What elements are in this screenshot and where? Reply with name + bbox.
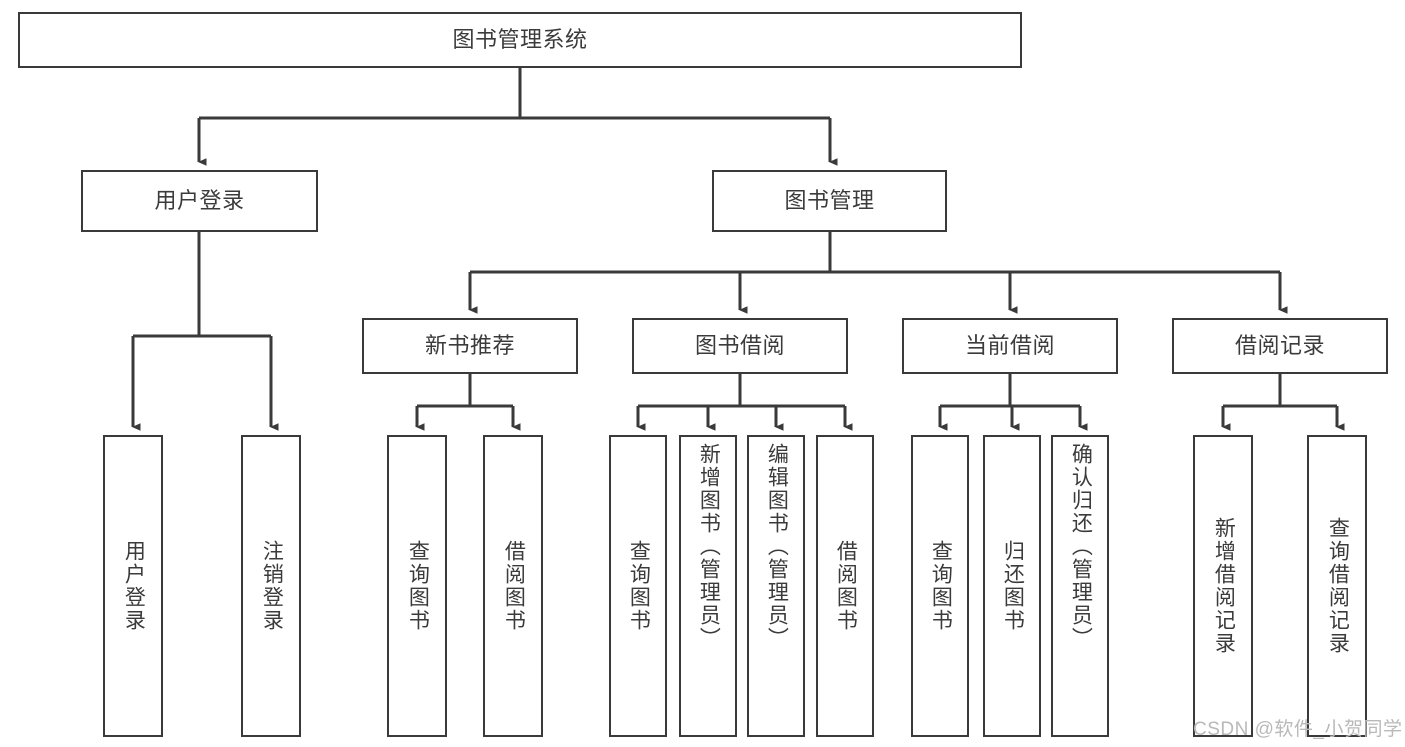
node-root-label: 图书管理系统 (452, 26, 588, 52)
node-current-borrow[interactable]: 当前借阅 (902, 318, 1118, 374)
node-edit-book-admin[interactable]: 编辑图书（管理员） (747, 435, 805, 737)
node-current-borrow-label: 当前借阅 (964, 332, 1055, 358)
node-borrow-book-1-label: 借阅图书 (502, 540, 526, 632)
node-query-borrow-record[interactable]: 查询借阅记录 (1307, 435, 1367, 737)
node-query-book-2-label: 查询图书 (627, 540, 651, 632)
node-book-manage-label: 图书管理 (784, 187, 875, 213)
node-add-borrow-record-label: 新增借阅记录 (1212, 517, 1236, 655)
node-confirm-return-admin-label: 确认归还（管理员） (1069, 443, 1093, 650)
node-book-borrow-label: 图书借阅 (694, 332, 785, 358)
node-query-borrow-record-label: 查询借阅记录 (1326, 517, 1350, 655)
node-query-book-3[interactable]: 查询图书 (911, 435, 969, 737)
node-user-logout-label: 注销登录 (260, 540, 284, 632)
node-user-login-do[interactable]: 用户登录 (103, 435, 163, 737)
node-add-borrow-record[interactable]: 新增借阅记录 (1193, 435, 1253, 737)
node-user-logout[interactable]: 注销登录 (241, 435, 301, 737)
node-add-book-admin-label: 新增图书（管理员） (697, 443, 721, 650)
node-new-book-recommend[interactable]: 新书推荐 (362, 318, 578, 374)
node-query-book-3-label: 查询图书 (929, 540, 953, 632)
node-new-book-recommend-label: 新书推荐 (424, 332, 515, 358)
node-query-book-1-label: 查询图书 (406, 540, 430, 632)
node-user-login-label: 用户登录 (154, 187, 245, 213)
node-add-book-admin[interactable]: 新增图书（管理员） (679, 435, 737, 737)
node-borrow-book-2-label: 借阅图书 (834, 540, 858, 632)
node-confirm-return-admin[interactable]: 确认归还（管理员） (1051, 435, 1109, 737)
node-root[interactable]: 图书管理系统 (18, 12, 1022, 68)
node-user-login-do-label: 用户登录 (122, 540, 146, 632)
node-edit-book-admin-label: 编辑图书（管理员） (765, 443, 789, 650)
node-book-borrow[interactable]: 图书借阅 (632, 318, 848, 374)
node-borrow-book-1[interactable]: 借阅图书 (483, 435, 543, 737)
node-borrow-record[interactable]: 借阅记录 (1172, 318, 1388, 374)
node-return-book-label: 归还图书 (1001, 540, 1025, 632)
node-borrow-record-label: 借阅记录 (1234, 332, 1325, 358)
node-query-book-1[interactable]: 查询图书 (387, 435, 447, 737)
node-return-book[interactable]: 归还图书 (983, 435, 1041, 737)
node-query-book-2[interactable]: 查询图书 (609, 435, 667, 737)
node-user-login[interactable]: 用户登录 (81, 170, 318, 232)
node-borrow-book-2[interactable]: 借阅图书 (816, 435, 874, 737)
node-book-manage[interactable]: 图书管理 (712, 170, 947, 232)
